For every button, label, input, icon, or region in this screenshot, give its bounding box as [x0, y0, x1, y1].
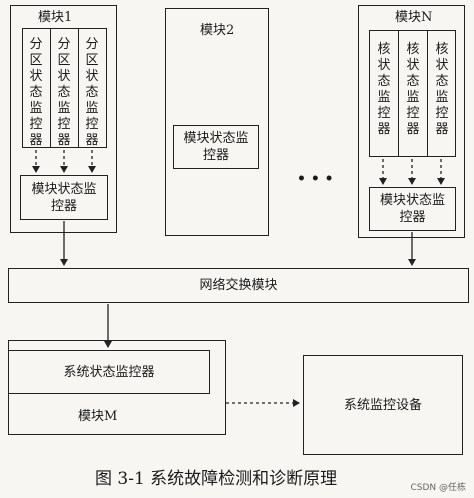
module-n-state-monitor-label: 模块状态监控器	[379, 193, 445, 225]
module-n-core-divider-1	[398, 30, 399, 157]
module-2-state-monitor-label: 模块状态监控器	[183, 131, 249, 163]
module-n-core-monitor-1: 核状态监控器	[377, 42, 391, 137]
module-1-partition-monitor-1: 分区状态监控器	[29, 37, 43, 148]
module-n-title: 模块N	[395, 10, 433, 25]
system-state-monitor-label: 系统状态监控器	[63, 364, 155, 380]
module-1-title: 模块1	[38, 10, 73, 25]
module-2-title: 模块2	[200, 23, 235, 38]
module-1-partition-divider-1	[50, 28, 51, 148]
network-switch-module: 网络交换模块	[8, 268, 469, 303]
module-1-partition-divider-2	[78, 28, 79, 148]
network-switch-label: 网络交换模块	[199, 278, 278, 293]
module-1-partition-frame	[22, 28, 107, 148]
module-n-core-divider-2	[427, 30, 428, 157]
module-n-core-monitor-2: 核状态监控器	[406, 42, 420, 137]
system-monitoring-device-label: 系统监控设备	[343, 397, 422, 413]
module-n-state-monitor: 模块状态监控器	[369, 187, 456, 231]
watermark: CSDN @任栋	[410, 483, 466, 493]
module-n-core-monitor-3: 核状态监控器	[435, 42, 449, 137]
module-1-partition-monitor-2: 分区状态监控器	[57, 37, 71, 148]
module-2-state-monitor: 模块状态监控器	[173, 125, 259, 169]
module-2-box	[165, 8, 269, 236]
module-m-title: 模块M	[78, 409, 118, 424]
module-1-state-monitor: 模块状态监控器	[20, 175, 108, 220]
system-state-monitor: 系统状态监控器	[8, 350, 210, 394]
figure-caption: 图 3-1 系统故障检测和诊断原理	[95, 469, 338, 489]
module-1-partition-monitor-3: 分区状态监控器	[85, 37, 99, 148]
system-monitoring-device: 系统监控设备	[303, 355, 463, 455]
module-n-core-frame	[369, 30, 456, 157]
ellipsis: • • •	[297, 171, 334, 187]
module-1-state-monitor-label: 模块状态监控器	[31, 181, 97, 214]
